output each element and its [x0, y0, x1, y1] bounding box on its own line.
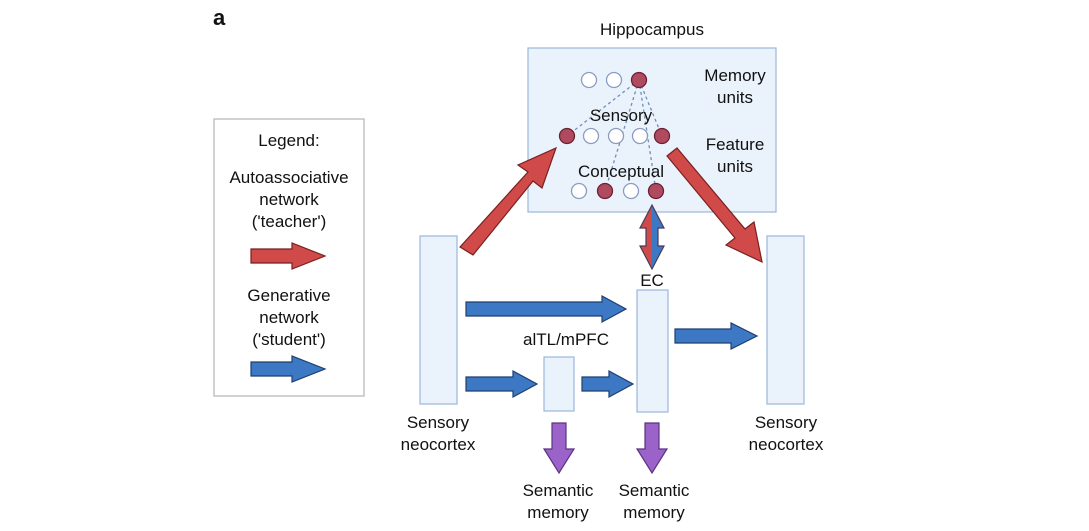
ec-box: [636, 289, 669, 413]
legend: Legend: Autoassociative network ('teache…: [213, 118, 365, 397]
sensory-neocortex-right-label-2: neocortex: [749, 435, 824, 454]
sensory-units: [558, 127, 671, 145]
altl-mpfc-box: [543, 356, 575, 412]
memory-unit: [580, 71, 598, 89]
feature-unit-active: [596, 182, 614, 200]
teacher-arrow-to-hippocampus: [459, 146, 558, 256]
feature-units-label-2: units: [717, 157, 753, 176]
feature-unit: [631, 127, 649, 145]
sensory-neocortex-right-box: [766, 235, 805, 405]
legend-teacher-line-2: network: [259, 190, 319, 209]
legend-student-line-2: network: [259, 308, 319, 327]
semantic-arrow-from-altl: [542, 422, 576, 475]
semantic-memory-1-label-2: memory: [527, 503, 589, 522]
ec-label: EC: [640, 271, 664, 290]
altl-mpfc-label: alTL/mPFC: [523, 330, 609, 349]
legend-teacher-arrow: [250, 242, 327, 270]
memory-unit-active: [630, 71, 648, 89]
sensory-neocortex-left-label-1: Sensory: [407, 413, 470, 432]
legend-student-line-3: ('student'): [252, 330, 326, 349]
memory-units-label-2: units: [717, 88, 753, 107]
semantic-memory-1-label-1: Semantic: [523, 481, 594, 500]
feature-unit: [570, 182, 588, 200]
conceptual-label: Conceptual: [578, 162, 664, 181]
conceptual-units: [570, 182, 665, 200]
connection-line: [604, 79, 640, 192]
feature-unit: [622, 182, 640, 200]
student-arrow-to-sensory-right: [674, 322, 759, 350]
student-arrow-to-altl: [465, 369, 539, 399]
feature-unit-active: [653, 127, 671, 145]
feature-unit: [607, 127, 625, 145]
memory-units: [580, 71, 648, 89]
connection-line: [638, 79, 663, 137]
sensory-neocortex-left-box: [419, 235, 458, 405]
memory-units-label-1: Memory: [704, 66, 766, 85]
student-arrow-altl-to-ec: [581, 369, 635, 399]
semantic-memory-2-label-1: Semantic: [619, 481, 690, 500]
legend-teacher-line-3: ('teacher'): [252, 212, 327, 231]
legend-student-line-1: Generative: [247, 286, 330, 305]
feature-unit-active: [558, 127, 576, 145]
sensory-neocortex-right-label-1: Sensory: [755, 413, 818, 432]
teacher-arrow-to-sensory-right: [666, 147, 763, 264]
feature-unit-active: [647, 182, 665, 200]
semantic-memory-2-label-2: memory: [623, 503, 685, 522]
sensory-label: Sensory: [590, 106, 653, 125]
legend-teacher-line-1: Autoassociative: [229, 168, 348, 187]
memory-unit: [605, 71, 623, 89]
legend-student-arrow: [250, 355, 327, 383]
feature-units-label-1: Feature: [706, 135, 765, 154]
panel-label: a: [213, 5, 226, 30]
student-arrow-to-ec: [465, 294, 628, 324]
ec-hippocampus-bidirectional-arrow: [639, 203, 665, 271]
sensory-neocortex-left-label-2: neocortex: [401, 435, 476, 454]
hippocampus-title: Hippocampus: [600, 20, 704, 39]
semantic-arrow-from-ec: [635, 422, 669, 475]
feature-unit: [582, 127, 600, 145]
legend-title: Legend:: [258, 131, 319, 150]
